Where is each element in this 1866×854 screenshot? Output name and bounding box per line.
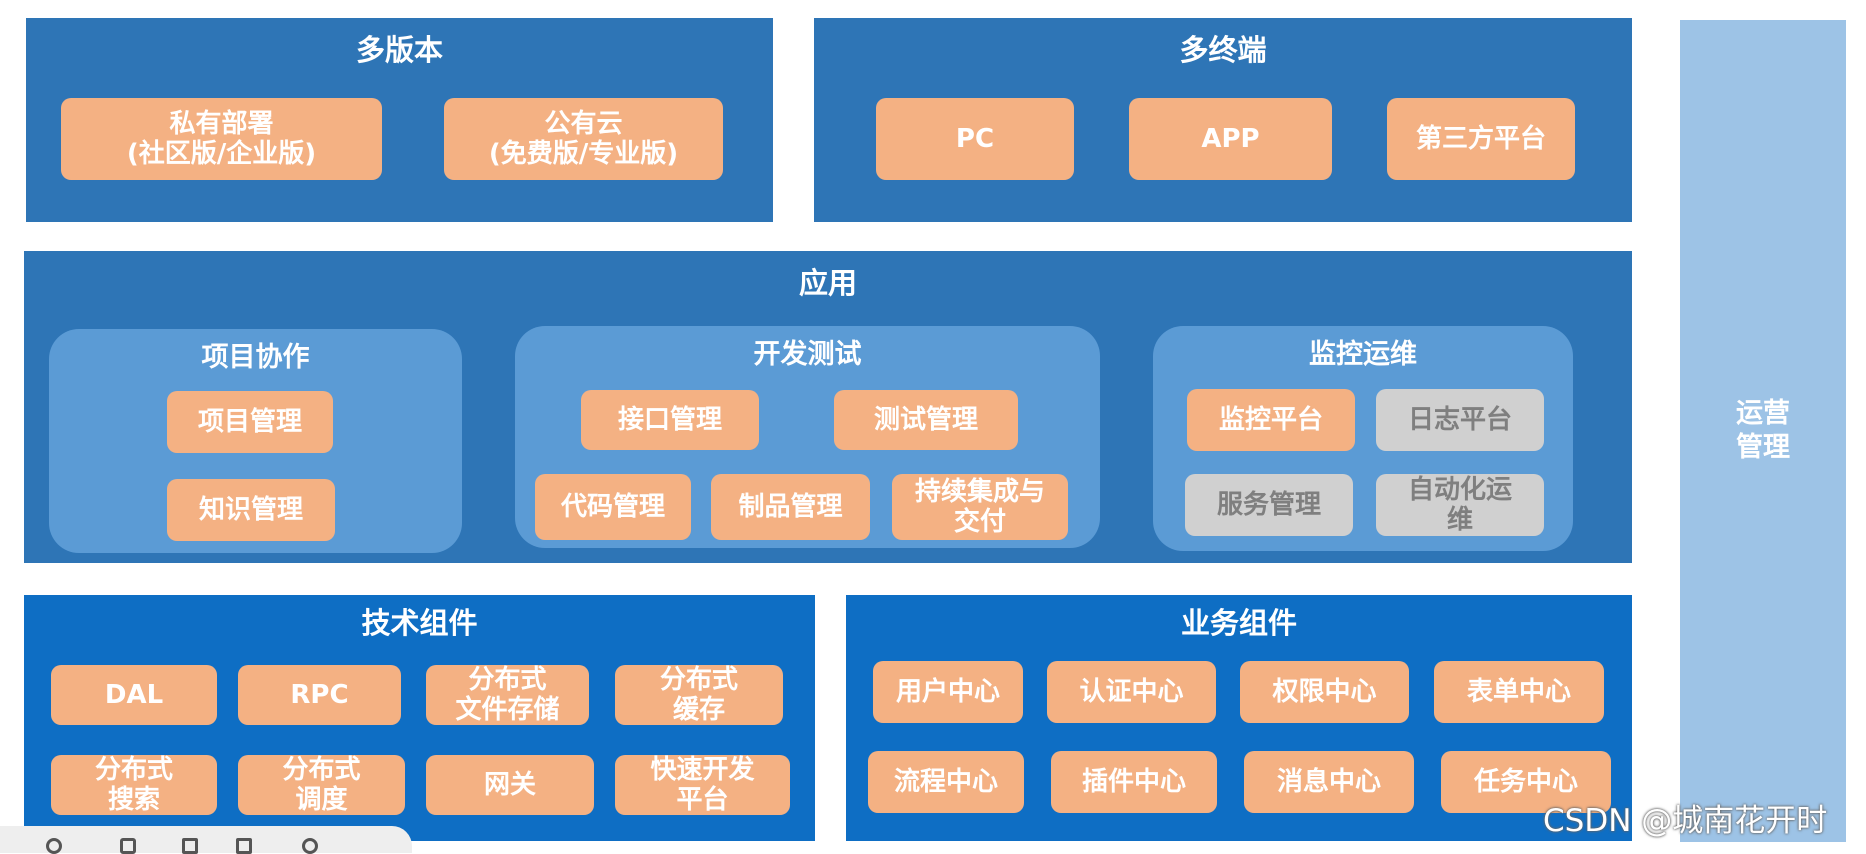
business-components-title: 业务组件 (1180, 606, 1297, 640)
dev-test-title: 开发测试 (753, 339, 862, 370)
operations-line1: 运营 (1736, 398, 1790, 429)
artifact-mgmt-box: 制品管理 (711, 474, 870, 540)
tech-components-panel: 技术组件 DAL RPC 分布式 文件存储 分布式 缓存 分布式 搜索 分布式 … (24, 595, 815, 841)
ci-cd-box: 持续集成与 交付 (892, 474, 1068, 540)
knowledge-mgmt-box: 知识管理 (167, 479, 335, 541)
task-center-box: 任务中心 (1441, 751, 1611, 813)
project-collab-title: 项目协作 (201, 342, 310, 373)
dist-file-storage-box: 分布式 文件存储 (426, 665, 589, 725)
public-cloud-box: 公有云 (免费版/专业版) (444, 98, 723, 180)
csdn-watermark: CSDN @城南花开时 (1543, 803, 1828, 839)
zoom-in-icon[interactable] (302, 838, 318, 854)
pc-box: PC (876, 98, 1074, 180)
dev-test-group: 开发测试 接口管理 测试管理 代码管理 制品管理 持续集成与 交付 (515, 326, 1100, 548)
multi-version-panel: 多版本 私有部署 (社区版/企业版) 公有云 (免费版/专业版) (26, 18, 773, 222)
rotate-icon[interactable] (120, 838, 136, 854)
test-mgmt-box: 测试管理 (834, 390, 1018, 450)
dist-schedule-box: 分布式 调度 (238, 755, 405, 815)
monitor-platform-box: 监控平台 (1187, 389, 1355, 451)
auto-ops-box: 自动化运 维 (1376, 474, 1544, 536)
zoom-out-icon[interactable] (46, 838, 62, 854)
rpc-box: RPC (238, 665, 401, 725)
monitor-ops-title: 监控运维 (1309, 339, 1417, 370)
tech-components-title: 技术组件 (361, 606, 478, 640)
download-icon[interactable] (236, 838, 252, 854)
multi-terminal-panel: 多终端 PC APP 第三方平台 (814, 18, 1632, 222)
app-box: APP (1129, 98, 1332, 180)
application-panel: 应用 项目协作 项目管理 知识管理 开发测试 接口管理 测试管理 代码管理 制品… (24, 251, 1632, 563)
viewer-toolbar[interactable] (0, 826, 412, 854)
auth-center-box: 认证中心 (1047, 661, 1216, 723)
process-center-box: 流程中心 (868, 751, 1024, 813)
rapid-dev-platform-box: 快速开发 平台 (615, 755, 790, 815)
multi-version-title: 多版本 (355, 33, 443, 67)
dist-search-box: 分布式 搜索 (51, 755, 217, 815)
private-deploy-box: 私有部署 (社区版/企业版) (61, 98, 382, 180)
monitor-ops-group: 监控运维 监控平台 日志平台 服务管理 自动化运 维 (1153, 326, 1573, 551)
code-mgmt-box: 代码管理 (535, 474, 691, 540)
operations-line2: 管理 (1736, 432, 1790, 463)
application-title: 应用 (798, 266, 857, 300)
interface-mgmt-box: 接口管理 (581, 390, 759, 450)
form-center-box: 表单中心 (1434, 661, 1604, 723)
log-platform-box: 日志平台 (1376, 389, 1544, 451)
project-collab-group: 项目协作 项目管理 知识管理 (49, 329, 462, 553)
project-mgmt-box: 项目管理 (167, 391, 333, 453)
permission-center-box: 权限中心 (1240, 661, 1409, 723)
business-components-panel: 业务组件 用户中心 认证中心 权限中心 表单中心 流程中心 插件中心 消息中心 … (846, 595, 1632, 841)
multi-terminal-title: 多终端 (1179, 33, 1267, 67)
plugin-center-box: 插件中心 (1051, 751, 1217, 813)
fit-screen-icon[interactable] (182, 838, 198, 854)
dist-cache-box: 分布式 缓存 (615, 665, 783, 725)
service-mgmt-box: 服务管理 (1185, 474, 1353, 536)
message-center-box: 消息中心 (1244, 751, 1414, 813)
user-center-box: 用户中心 (873, 661, 1023, 723)
operations-management-column: 运营 管理 (1680, 20, 1846, 842)
dal-box: DAL (51, 665, 217, 725)
third-party-box: 第三方平台 (1387, 98, 1575, 180)
gateway-box: 网关 (426, 755, 594, 815)
